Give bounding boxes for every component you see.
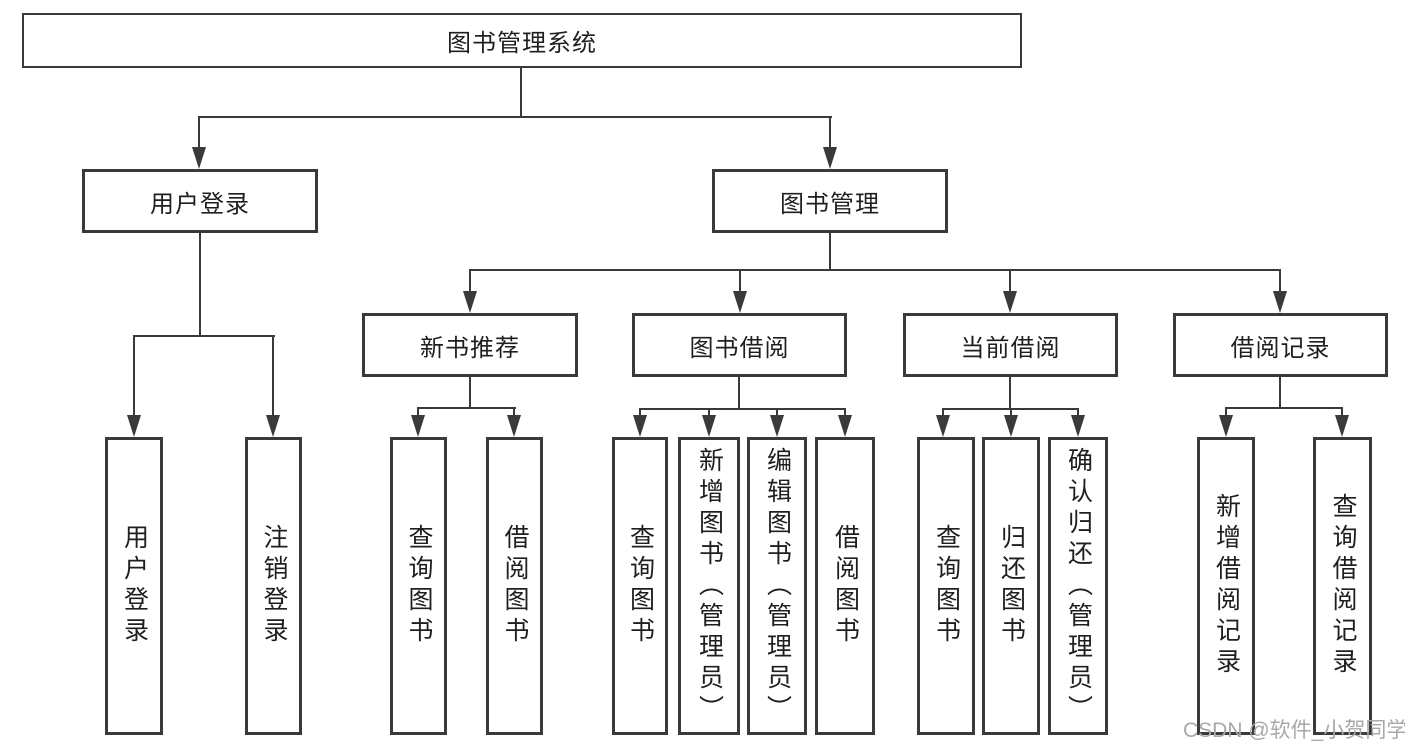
- connector-login-leaf-stem: [133, 336, 135, 416]
- node-current-borrowing-label: 当前借阅: [960, 334, 1061, 362]
- arrowhead-cb-confirm: [1071, 415, 1085, 437]
- connector-cb-query-stem: [942, 409, 944, 416]
- connector-cb-confirm-stem: [1077, 409, 1079, 416]
- leaf-cb-return-books: 归还图书: [982, 437, 1040, 735]
- leaf-bb-add-books-admin-label: 新增图书（管理员）: [695, 446, 724, 726]
- node-borrowing-records-label: 借阅记录: [1230, 334, 1331, 362]
- node-book-management-label: 图书管理: [780, 190, 880, 218]
- connector-bb-edit-stem: [776, 409, 778, 416]
- arrowhead-nb-query: [411, 415, 425, 437]
- arrowhead-cb-return: [1004, 415, 1018, 437]
- connector-current-stem: [1009, 270, 1011, 292]
- connector-new-book-down: [469, 377, 471, 408]
- connector-records-down: [1279, 377, 1281, 408]
- arrowhead-book-mgmt: [823, 147, 837, 169]
- leaf-bb-borrow-books-label: 借阅图书: [831, 524, 860, 648]
- leaf-nb-query-books: 查询图书: [390, 437, 447, 735]
- leaf-nb-query-books-label: 查询图书: [405, 524, 433, 648]
- leaf-bb-query-books: 查询图书: [612, 437, 668, 735]
- arrowhead-records: [1273, 291, 1287, 313]
- connector-book-mgmt-stem: [829, 117, 831, 148]
- node-user-login-label: 用户登录: [150, 190, 250, 218]
- node-book-borrowing-label: 图书借阅: [689, 334, 790, 362]
- arrowhead-user-login: [192, 147, 206, 169]
- leaf-cb-confirm-return-admin: 确认归还（管理员）: [1048, 437, 1108, 735]
- leaf-cb-query-books: 查询图书: [917, 437, 975, 735]
- connector-records-stem: [1279, 270, 1281, 292]
- node-library-system: 图书管理系统: [22, 13, 1022, 68]
- node-borrowing-records: 借阅记录: [1173, 313, 1388, 377]
- node-user-login: 用户登录: [82, 169, 318, 233]
- csdn-watermark: CSDN @软件_小贺同学: [1183, 719, 1405, 742]
- arrowhead-logout-leaf: [266, 415, 280, 437]
- connector-book-mgmt-down: [829, 233, 831, 270]
- connector-level3-branch: [469, 269, 1281, 271]
- connector-user-login-stem: [198, 117, 200, 148]
- leaf-user-login-label: 用户登录: [120, 524, 149, 648]
- node-current-borrowing: 当前借阅: [903, 313, 1118, 377]
- arrowhead-borrowing: [733, 291, 747, 313]
- leaf-logout: 注销登录: [245, 437, 302, 735]
- leaf-rec-query-record: 查询借阅记录: [1313, 437, 1372, 735]
- leaf-nb-borrow-books: 借阅图书: [486, 437, 543, 735]
- node-book-borrowing: 图书借阅: [632, 313, 847, 377]
- connector-rec-query-stem: [1341, 408, 1343, 416]
- leaf-rec-add-record-label: 新增借阅记录: [1212, 493, 1241, 679]
- leaf-rec-query-record-label: 查询借阅记录: [1329, 493, 1357, 679]
- arrowhead-cb-query: [936, 415, 950, 437]
- arrowhead-rec-query: [1335, 415, 1349, 437]
- node-library-system-label: 图书管理系统: [447, 30, 597, 57]
- connector-nb-query-stem: [417, 408, 419, 416]
- arrowhead-bb-add: [702, 415, 716, 437]
- connector-borrowing-branch: [639, 408, 846, 410]
- leaf-bb-add-books-admin: 新增图书（管理员）: [678, 437, 740, 735]
- node-book-management: 图书管理: [712, 169, 948, 233]
- leaf-bb-query-books-label: 查询图书: [626, 524, 655, 648]
- arrowhead-login-leaf: [127, 415, 141, 437]
- connector-records-branch: [1225, 407, 1343, 409]
- connector-cb-return-stem: [1010, 409, 1012, 416]
- connector-new-book-stem: [469, 270, 471, 292]
- connector-bb-query-stem: [639, 409, 641, 416]
- leaf-cb-return-books-label: 归还图书: [997, 524, 1026, 648]
- connector-new-book-branch: [417, 407, 516, 409]
- node-new-book-recommend-label: 新书推荐: [420, 334, 520, 362]
- connector-bb-borrow-stem: [844, 409, 846, 416]
- connector-current-down: [1009, 377, 1011, 409]
- arrowhead-bb-borrow: [838, 415, 852, 437]
- leaf-cb-confirm-return-admin-label: 确认归还（管理员）: [1064, 446, 1093, 726]
- connector-root-stem: [520, 68, 522, 117]
- connector-bb-add-stem: [708, 409, 710, 416]
- arrowhead-nb-borrow: [507, 415, 521, 437]
- connector-logout-leaf-stem: [272, 336, 274, 416]
- arrowhead-rec-add: [1219, 415, 1233, 437]
- connector-user-login-down: [199, 233, 201, 336]
- arrowhead-bb-edit: [770, 415, 784, 437]
- leaf-bb-edit-books-admin: 编辑图书（管理员）: [747, 437, 807, 735]
- leaf-logout-label: 注销登录: [260, 524, 288, 648]
- node-new-book-recommend: 新书推荐: [362, 313, 578, 377]
- leaf-rec-add-record: 新增借阅记录: [1197, 437, 1255, 735]
- leaf-user-login: 用户登录: [105, 437, 163, 735]
- connector-rec-add-stem: [1225, 408, 1227, 416]
- connector-nb-borrow-stem: [513, 408, 515, 416]
- connector-level2-branch: [198, 116, 832, 118]
- leaf-bb-borrow-books: 借阅图书: [815, 437, 875, 735]
- leaf-nb-borrow-books-label: 借阅图书: [501, 524, 529, 648]
- connector-borrowing-down: [738, 377, 740, 409]
- connector-user-login-branch: [133, 335, 275, 337]
- leaf-cb-query-books-label: 查询图书: [932, 524, 961, 648]
- arrowhead-new-book: [463, 291, 477, 313]
- arrowhead-bb-query: [633, 415, 647, 437]
- arrowhead-current: [1003, 291, 1017, 313]
- leaf-bb-edit-books-admin-label: 编辑图书（管理员）: [763, 446, 792, 726]
- connector-borrowing-stem: [739, 270, 741, 292]
